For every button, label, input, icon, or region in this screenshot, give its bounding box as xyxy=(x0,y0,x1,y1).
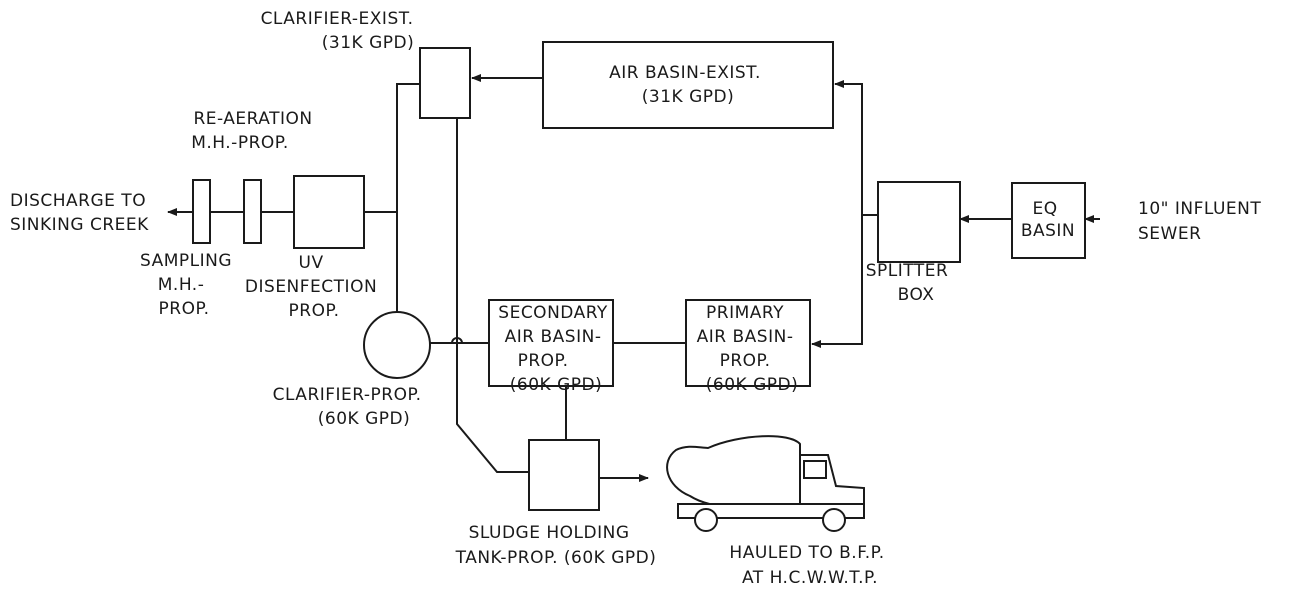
sampling-label: SAMPLING M.H.- PROP. xyxy=(140,251,238,319)
re-aeration-manhole-box xyxy=(243,179,262,244)
clarifier-exist-effluent-line xyxy=(396,83,420,312)
air-basin-exist-label: AIR BASIN-EXIST. (31K GPD) xyxy=(609,63,767,107)
secondary-air-basin-label: SECONDARY AIR BASIN- PROP. (60K GPD) xyxy=(498,303,613,395)
sampling-manhole-box xyxy=(192,179,211,244)
sludge-truck-icon xyxy=(666,435,865,532)
sludge-tank-label: SLUDGE HOLDING TANK-PROP. (60K GPD) xyxy=(455,523,657,568)
clarifier-prop-circle xyxy=(363,311,431,379)
uv-disinfection-box xyxy=(293,175,365,249)
clarifier-prop-label: CLARIFIER-PROP. (60K GPD) xyxy=(273,385,428,429)
flow-lines xyxy=(167,74,1100,482)
eq-basin-box xyxy=(1011,182,1086,259)
uv-disinfection-label: UV DISENFECTION PROP. xyxy=(245,253,383,321)
clarifier-exist-label: CLARIFIER-EXIST. (31K GPD) xyxy=(261,9,420,53)
secondary-air-basin-box xyxy=(488,299,614,387)
eq-basin-label: EQ BASIN xyxy=(1021,199,1075,241)
primary-air-basin-box xyxy=(685,299,811,387)
splitter-box-label: SPLITTER BOX xyxy=(866,261,954,305)
air-basin-exist-box xyxy=(542,41,834,129)
sludge-holding-tank-box xyxy=(528,439,600,511)
splitter-box xyxy=(877,181,961,263)
hauled-label: HAULED TO B.F.P. AT H.C.W.W.T.P. xyxy=(729,543,890,588)
splitter-to-primary-basin xyxy=(811,215,863,348)
primary-air-basin-label: PRIMARY AIR BASIN- PROP. (60K GPD) xyxy=(697,303,800,395)
sludge-line-to-tank xyxy=(456,118,529,473)
discharge-label: DISCHARGE TO SINKING CREEK xyxy=(10,191,152,235)
clarifier-exist-box xyxy=(419,47,471,119)
splitter-to-air-basin-exist xyxy=(834,80,878,216)
re-aeration-label: RE-AERATION M.H.-PROP. xyxy=(191,109,318,153)
influent-label: 10" INFLUENT SEWER xyxy=(1138,199,1267,244)
